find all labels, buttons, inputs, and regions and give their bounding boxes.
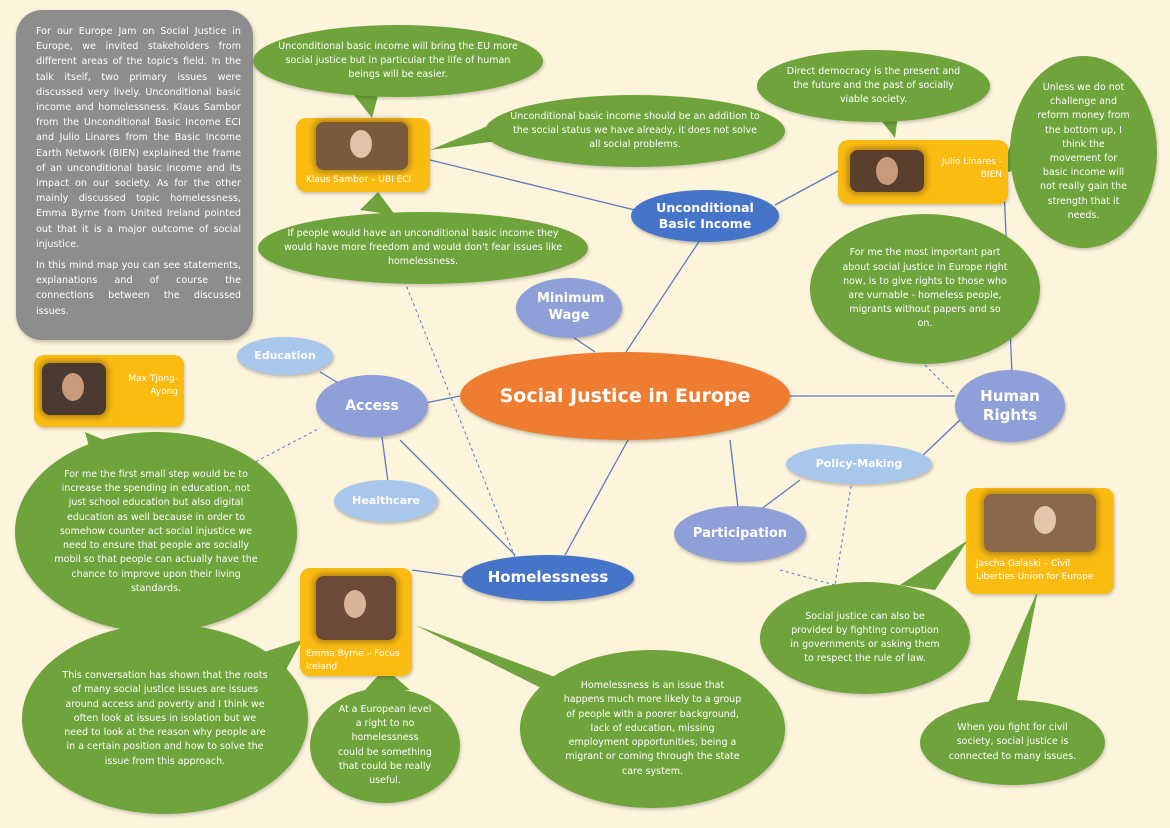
face-icon (344, 590, 366, 618)
photo-max (42, 363, 106, 415)
face-icon (62, 373, 84, 401)
photo-jascha (984, 494, 1096, 552)
person-card-emma: Emma Byrne – Focus Ireland (300, 568, 412, 676)
quote-julio-2: Unless we do not challenge and reform mo… (1010, 56, 1157, 248)
person-card-klaus: Klaus Sambor – UBI ECI (296, 118, 430, 192)
person-name-max: Max Tjong-Ayong (128, 374, 178, 397)
node-social-justice: Social Justice in Europe (460, 352, 790, 440)
link-ubi-julio (774, 169, 841, 206)
person-name-klaus: Klaus Sambor – UBI ECI (306, 175, 412, 185)
node-participation: Participation (674, 506, 806, 562)
person-name-julio: Julio Linares - BIEN (941, 157, 1002, 180)
intro-paragraph-1: For our Europe Jam on Social Justice in … (36, 26, 241, 250)
link-central-ubi (625, 239, 701, 353)
face-icon (1034, 506, 1056, 534)
node-access: Access (316, 375, 428, 437)
quote-klaus-2: Unconditional basic income should be an … (485, 95, 785, 167)
person-name-emma: Emma Byrne – Focus Ireland (306, 649, 400, 672)
link-homelessness-emma (411, 569, 463, 578)
tail-klaus3 (360, 192, 395, 215)
quote-emma-3: Homelessness is an issue that happens mu… (520, 650, 785, 808)
node-unconditional-basic-income: Unconditional Basic Income (631, 190, 779, 242)
intro-paragraph-2: In this mind map you can see statements,… (36, 260, 241, 317)
link-access-healthcare (381, 436, 389, 483)
link-ubi-klaus (429, 159, 636, 211)
photo-julio (850, 150, 924, 192)
intro-panel: For our Europe Jam on Social Justice in … (16, 10, 253, 340)
tail-jascha2 (985, 590, 1038, 710)
quote-klaus-1: Unconditional basic income will bring th… (253, 25, 543, 97)
link-central-access (424, 395, 461, 404)
quote-jascha-1: Social justice can also be provided by f… (760, 582, 970, 694)
photo-emma (316, 576, 396, 640)
quote-julio-1: Direct democracy is the present and the … (757, 50, 990, 122)
link-central-homelessness (564, 439, 629, 556)
link-central-participation (729, 439, 739, 509)
quote-julio-3: For me the most important part about soc… (810, 214, 1040, 364)
tail-emma3 (415, 625, 590, 690)
person-card-max: Max Tjong-Ayong (34, 355, 184, 427)
node-homelessness: Homelessness (462, 555, 634, 601)
person-card-julio: Julio Linares - BIEN (838, 140, 1008, 204)
node-minimum-wage: Minimum Wage (516, 278, 622, 338)
quote-emma-1: This conversation has shown that the roo… (22, 624, 308, 814)
dash-jascha-policy (834, 479, 853, 586)
quote-max-1: For me the first small step would be to … (15, 432, 297, 632)
quote-klaus-3: If people would have an unconditional ba… (258, 212, 588, 284)
photo-klaus (316, 122, 408, 170)
tail-jascha1 (900, 540, 968, 590)
person-card-jascha: Jascha Galaski – Civil Liberties Union f… (966, 488, 1114, 594)
link-homelessness-access (399, 439, 516, 556)
face-icon (350, 130, 372, 158)
node-education: Education (237, 337, 333, 375)
node-healthcare: Healthcare (334, 480, 438, 522)
link-policy-participation (759, 479, 801, 511)
link-humanrights-policy (919, 419, 961, 459)
node-policy-making: Policy-Making (786, 444, 932, 484)
tail-emma2 (365, 668, 410, 690)
dash-julio-humanrights (924, 364, 953, 393)
node-human-rights: Human Rights (955, 370, 1065, 442)
quote-emma-2: At a European level a right to no homele… (310, 688, 460, 803)
person-name-jascha: Jascha Galaski – Civil Liberties Union f… (976, 559, 1094, 582)
quote-jascha-2: When you fight for civil society, social… (920, 700, 1105, 785)
face-icon (876, 157, 898, 185)
dash-jascha-participation (779, 569, 836, 586)
